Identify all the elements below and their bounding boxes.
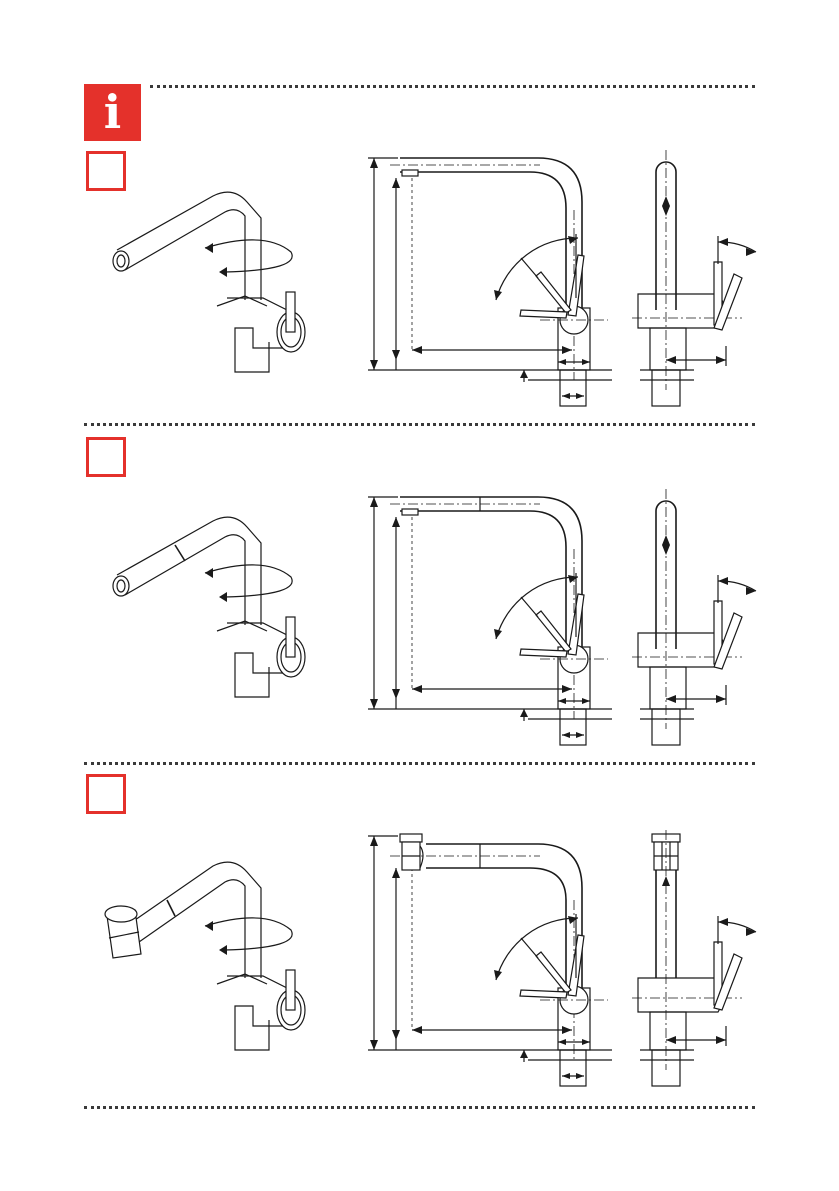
info-badge: i [84, 84, 141, 141]
faucet-front-view-1 [632, 150, 762, 410]
separator-bottom [84, 1106, 755, 1109]
separator-2 [84, 762, 755, 765]
faucet-side-view-3 [360, 830, 620, 1090]
variant-2-box [86, 437, 126, 477]
faucet-side-view-2 [360, 489, 620, 749]
faucet-front-view-3 [632, 830, 762, 1090]
variant-2-box-label [89, 440, 123, 474]
variant-3-box [86, 774, 126, 814]
faucet-perspective-1 [95, 180, 325, 380]
faucet-side-view-1 [360, 150, 620, 410]
info-icon: i [84, 84, 141, 141]
separator-top [150, 85, 755, 88]
variant-3-box-label [89, 777, 123, 811]
faucet-front-view-2 [632, 489, 762, 749]
faucet-perspective-3 [95, 850, 325, 1060]
faucet-perspective-2 [95, 505, 325, 705]
separator-1 [84, 423, 755, 426]
